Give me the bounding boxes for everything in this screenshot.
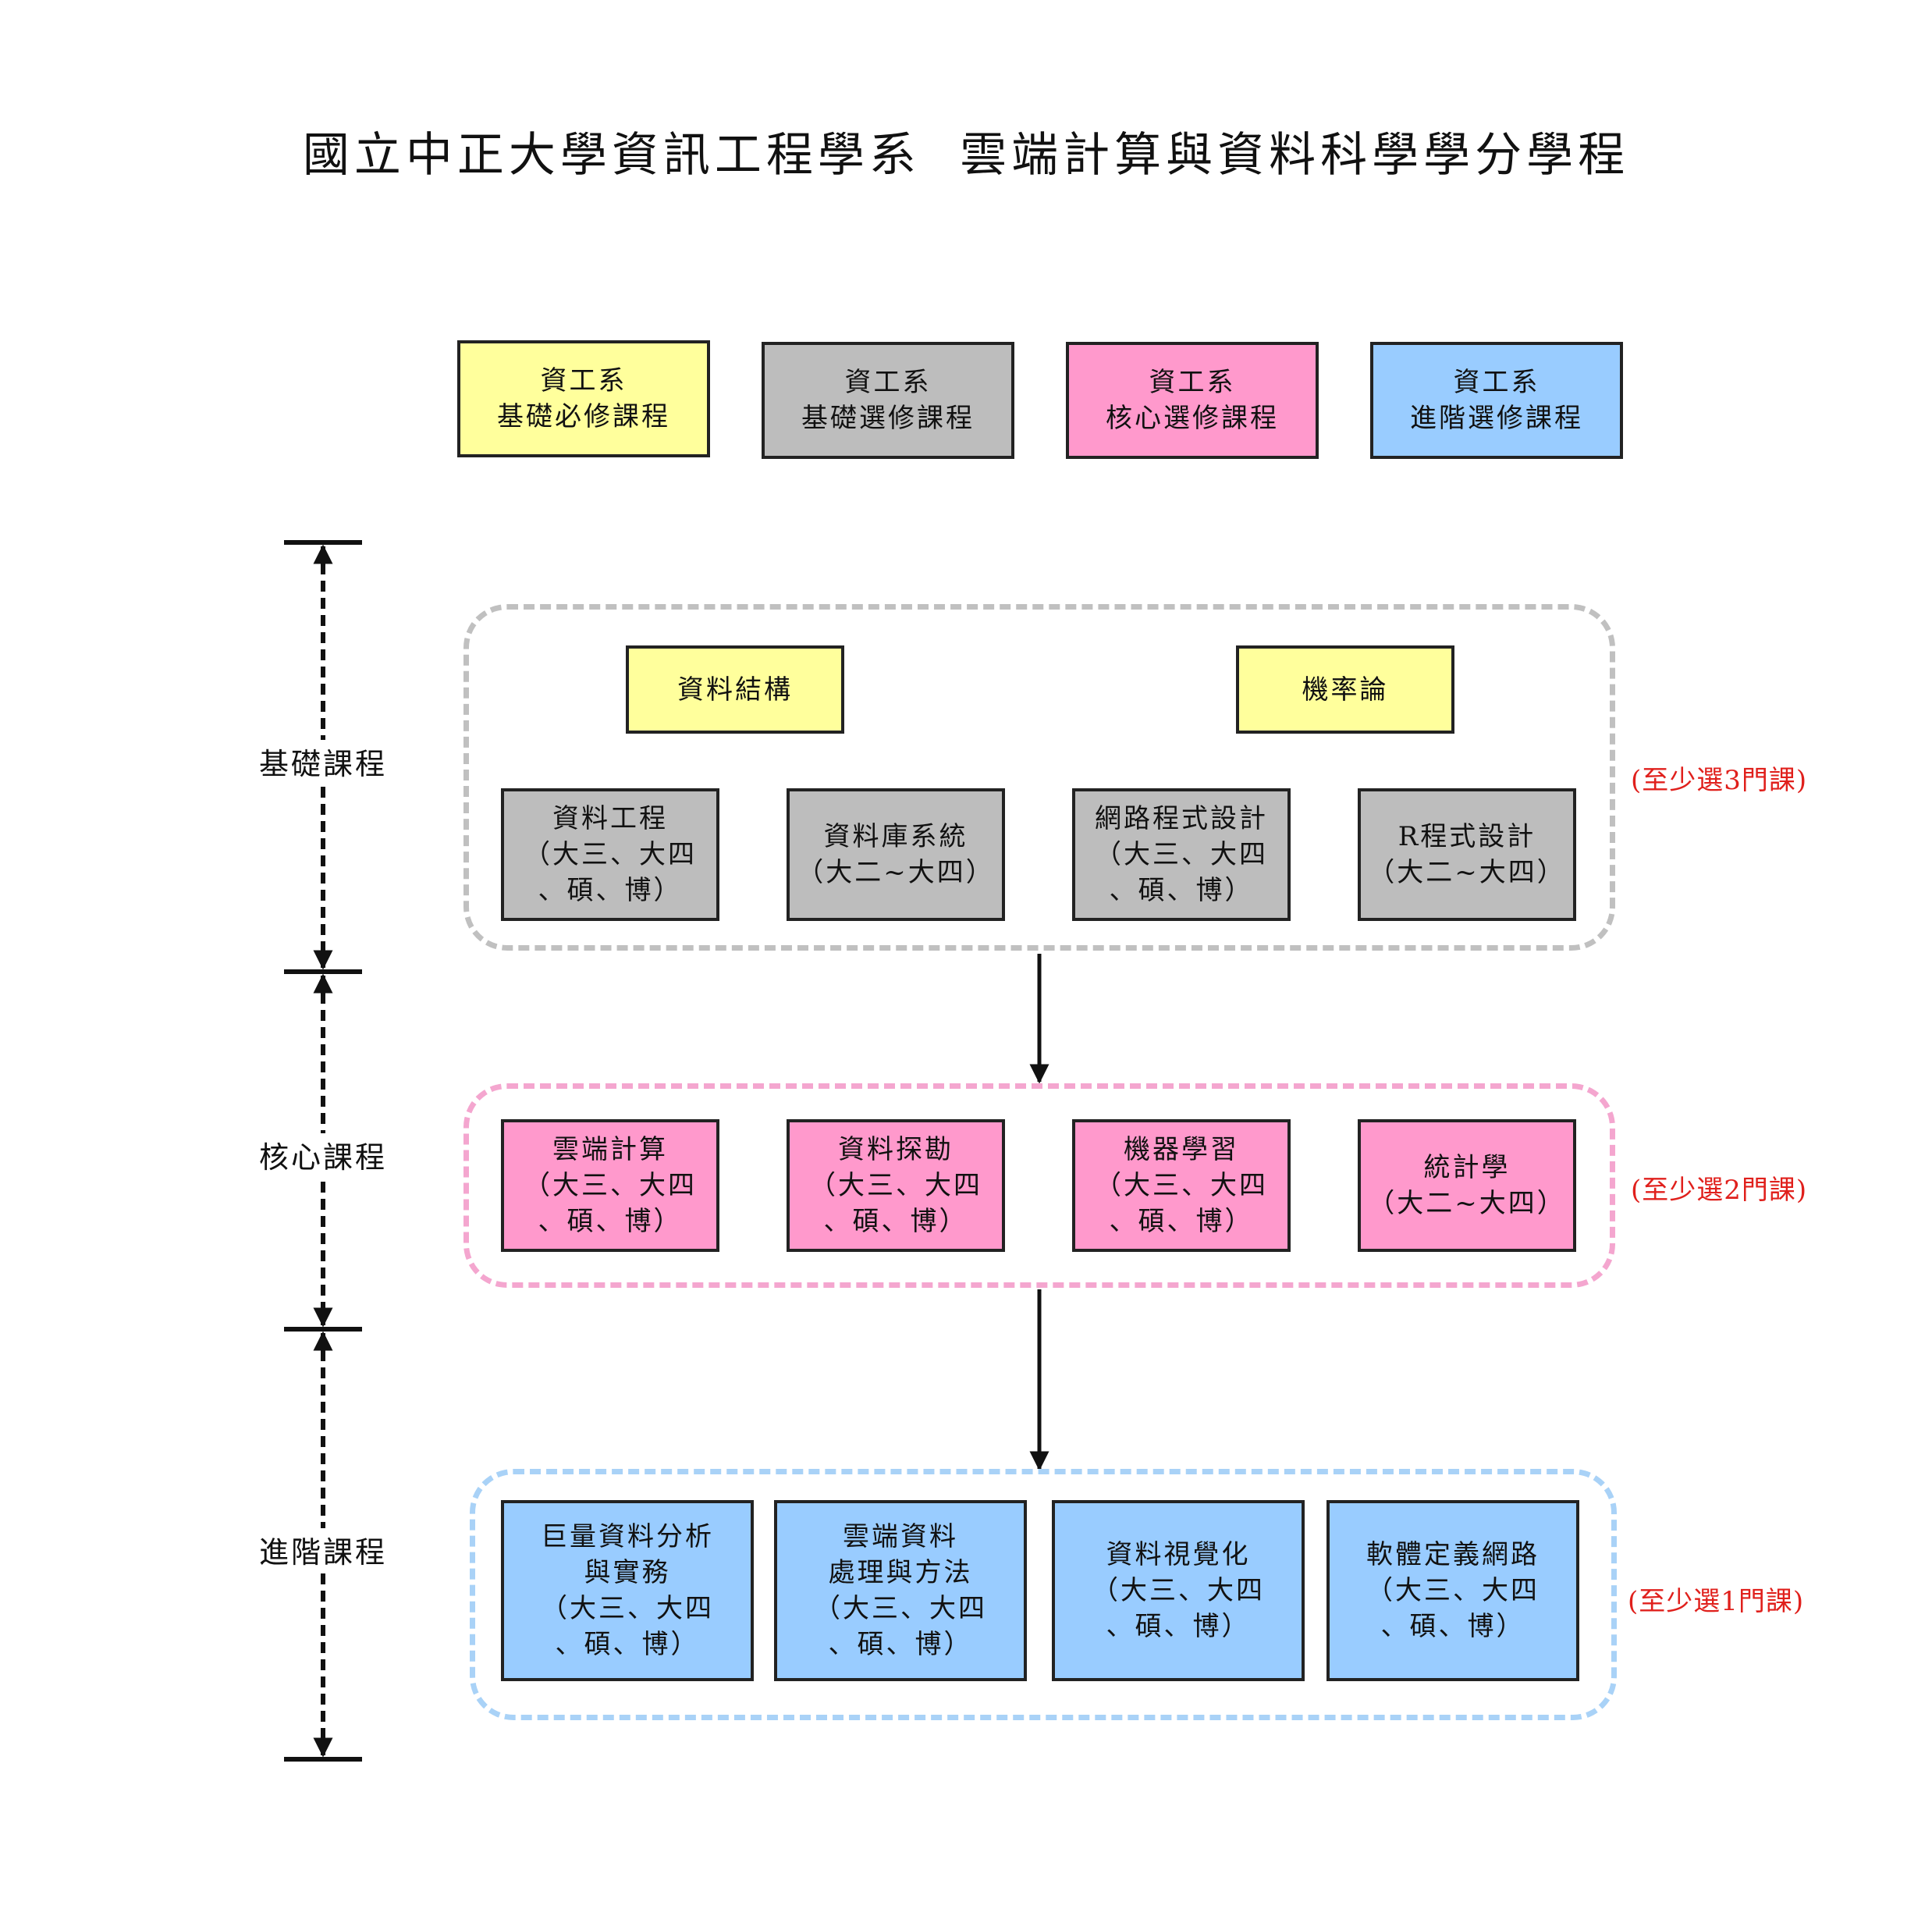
course-data-mining: 資料探勘 （大三、大四 、碩、博） — [787, 1119, 1005, 1252]
stage-label-core: 核心課程 — [222, 1133, 424, 1176]
legend-basic-required: 資工系 基礎必修課程 — [457, 340, 710, 457]
course-line: 資料視覺化 — [1106, 1539, 1251, 1570]
course-line: 、碩、博） — [538, 875, 683, 906]
course-line: 雲端計算 — [552, 1134, 668, 1165]
course-line: 資料探勘 — [838, 1134, 954, 1165]
course-line: 、碩、博） — [1106, 1611, 1251, 1642]
course-line: （大三、大四 — [1095, 839, 1268, 870]
legend-line: 資工系 — [1149, 367, 1236, 398]
course-line: 與實務 — [584, 1557, 671, 1588]
course-line: （大三、大四 — [1095, 1170, 1268, 1201]
course-line: 機器學習 — [1124, 1134, 1239, 1165]
note-advanced: (至少選1門課) — [1628, 1586, 1805, 1617]
note-core: (至少選2門課) — [1631, 1175, 1808, 1206]
course-line: 資料工程 — [552, 803, 668, 834]
legend-line: 基礎必修課程 — [497, 401, 670, 432]
course-line: 統計學 — [1423, 1152, 1511, 1183]
course-line: （大二~大四） — [1368, 1188, 1566, 1219]
legend-advanced-elective: 資工系 進階選修課程 — [1370, 342, 1623, 459]
note-basic: (至少選3門課) — [1631, 765, 1808, 796]
course-line: 處理與方法 — [828, 1557, 973, 1588]
course-line: （大二~大四） — [797, 857, 995, 888]
course-line: （大三、大四 — [1092, 1575, 1265, 1606]
course-cloud-data-processing: 雲端資料 處理與方法 （大三、大四 、碩、博） — [774, 1500, 1027, 1681]
legend-line: 進階選修課程 — [1410, 403, 1583, 434]
course-database-systems: 資料庫系統 （大二~大四） — [787, 788, 1005, 921]
course-line: 、碩、博） — [1109, 875, 1254, 906]
course-line: （大二~大四） — [1368, 857, 1566, 888]
course-line: （大三、大四 — [524, 1170, 697, 1201]
stage-label-basic: 基礎課程 — [222, 740, 424, 783]
course-line: 網路程式設計 — [1095, 803, 1268, 834]
course-line: 、碩、博） — [823, 1206, 968, 1237]
legend-core-elective: 資工系 核心選修課程 — [1066, 342, 1319, 459]
course-big-data-analytics: 巨量資料分析 與實務 （大三、大四 、碩、博） — [501, 1500, 754, 1681]
course-line: （大三、大四 — [814, 1593, 987, 1624]
course-line: （大三、大四 — [1366, 1575, 1540, 1606]
course-line: （大三、大四 — [809, 1170, 982, 1201]
course-software-defined-networking: 軟體定義網路 （大三、大四 、碩、博） — [1326, 1500, 1579, 1681]
course-line: 雲端資料 — [843, 1521, 958, 1552]
course-line: （大三、大四 — [524, 839, 697, 870]
course-line: 、碩、博） — [1380, 1611, 1525, 1642]
stage-axis-ticks — [284, 540, 362, 1762]
course-line: 資料庫系統 — [823, 821, 968, 852]
course-network-programming: 網路程式設計 （大三、大四 、碩、博） — [1072, 788, 1291, 921]
course-line: 、碩、博） — [538, 1206, 683, 1237]
legend-line: 基礎選修課程 — [801, 403, 975, 434]
legend-basic-elective: 資工系 基礎選修課程 — [762, 342, 1014, 459]
legend-line: 資工系 — [1453, 367, 1540, 398]
stage-label-advanced: 進階課程 — [222, 1528, 424, 1571]
group-core — [463, 1083, 1615, 1288]
page-title: 國立中正大學資訊工程學系 雲端計算與資料科學學分學程 — [302, 128, 1630, 183]
course-line: （大三、大四 — [541, 1593, 714, 1624]
course-data-visualization: 資料視覺化 （大三、大四 、碩、博） — [1052, 1500, 1305, 1681]
group-basic — [463, 604, 1615, 951]
course-cloud-computing: 雲端計算 （大三、大四 、碩、博） — [501, 1119, 719, 1252]
course-line: 、碩、博） — [1109, 1206, 1254, 1237]
course-statistics: 統計學 （大二~大四） — [1358, 1119, 1576, 1252]
course-machine-learning: 機器學習 （大三、大四 、碩、博） — [1072, 1119, 1291, 1252]
course-line: 巨量資料分析 — [541, 1521, 714, 1552]
course-data-engineering: 資料工程 （大三、大四 、碩、博） — [501, 788, 719, 921]
course-label: 機率論 — [1302, 674, 1389, 706]
legend-line: 資工系 — [844, 367, 932, 398]
group-advanced — [470, 1469, 1617, 1720]
legend-line: 資工系 — [540, 365, 627, 396]
course-line: 、碩、博） — [828, 1629, 973, 1660]
course-line: 、碩、博） — [555, 1629, 700, 1660]
legend-line: 核心選修課程 — [1106, 403, 1279, 434]
course-probability: 機率論 — [1236, 645, 1454, 734]
course-line: R程式設計 — [1398, 821, 1536, 852]
course-line: 軟體定義網路 — [1366, 1539, 1540, 1570]
course-data-structures: 資料結構 — [626, 645, 844, 734]
course-r-programming: R程式設計 （大二~大四） — [1358, 788, 1576, 921]
course-label: 資料結構 — [677, 674, 793, 706]
